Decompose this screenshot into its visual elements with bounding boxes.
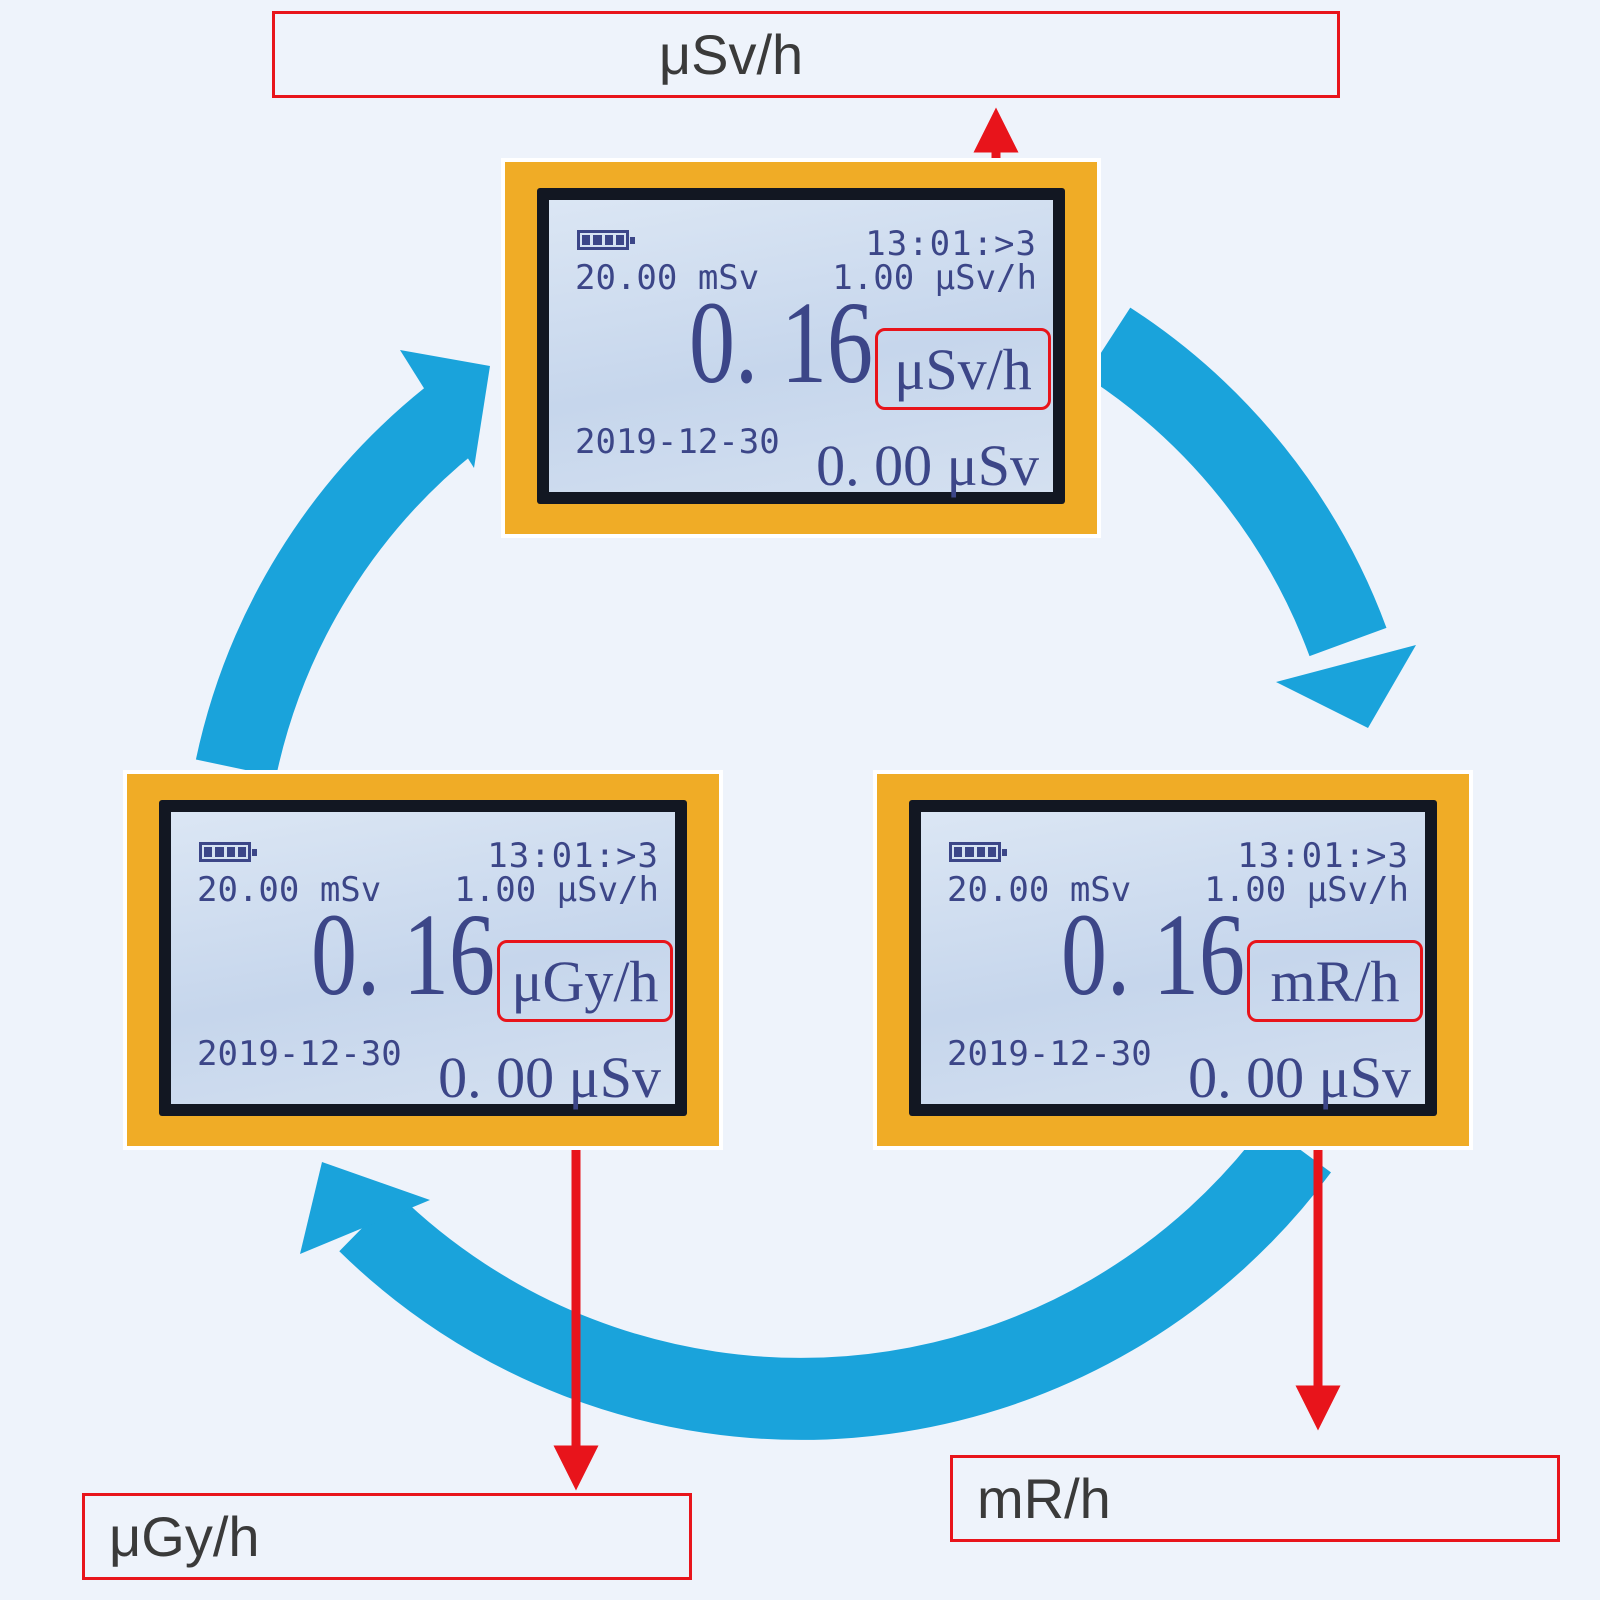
clock-readout: 13:01:>3 bbox=[1237, 836, 1409, 876]
accumulated-dose-readout: 0. 00 μSv bbox=[816, 433, 1039, 498]
cycle-arrow-top-to-right-head bbox=[1276, 645, 1416, 728]
rate-limit-readout: 1.00 μSv/h bbox=[454, 870, 659, 910]
display-bezel: 13:01:>3 20.00 mSv 1.00 μSv/h 0. 16 mR/h… bbox=[909, 800, 1437, 1116]
clock-readout: 13:01:>3 bbox=[865, 224, 1037, 264]
unit-label-ugy-h: μGy/h bbox=[82, 1493, 692, 1580]
lcd-screen: 13:01:>3 20.00 mSv 1.00 μSv/h 0. 16 μGy/… bbox=[171, 812, 675, 1110]
date-readout: 2019-12-30 bbox=[575, 422, 780, 462]
battery-full-icon bbox=[577, 230, 635, 250]
accumulated-dose-readout: 0. 00 μSv bbox=[1188, 1045, 1411, 1110]
dose-limit-readout: 20.00 mSv bbox=[197, 870, 382, 910]
cycle-arrow-top-to-right bbox=[1085, 307, 1387, 657]
unit-highlight: μSv/h bbox=[875, 328, 1051, 410]
unit-label-usv-h: μSv/h bbox=[272, 11, 1340, 98]
cycle-arrow-left-to-top bbox=[195, 388, 476, 777]
dosimeter-display-left: 13:01:>3 20.00 mSv 1.00 μSv/h 0. 16 μGy/… bbox=[127, 774, 719, 1146]
dose-rate-reading: 0. 16 bbox=[311, 889, 496, 1020]
display-bezel: 13:01:>3 20.00 mSv 1.00 μSv/h 0. 16 μGy/… bbox=[159, 800, 687, 1116]
unit-highlight: mR/h bbox=[1247, 940, 1423, 1022]
rate-limit-readout: 1.00 μSv/h bbox=[1204, 870, 1409, 910]
battery-full-icon bbox=[949, 842, 1007, 862]
dose-limit-readout: 20.00 mSv bbox=[947, 870, 1132, 910]
dose-rate-reading: 0. 16 bbox=[689, 277, 874, 408]
cycle-arrow-right-to-left bbox=[339, 1123, 1331, 1440]
lcd-screen: 13:01:>3 20.00 mSv 1.00 μSv/h 0. 16 μSv/… bbox=[549, 200, 1053, 498]
lcd-screen: 13:01:>3 20.00 mSv 1.00 μSv/h 0. 16 mR/h… bbox=[921, 812, 1425, 1110]
unit-label-mr-h: mR/h bbox=[950, 1455, 1560, 1542]
dose-rate-reading: 0. 16 bbox=[1061, 889, 1246, 1020]
cycle-arrow-right-to-left-head bbox=[300, 1162, 430, 1254]
date-readout: 2019-12-30 bbox=[197, 1034, 402, 1074]
date-readout: 2019-12-30 bbox=[947, 1034, 1152, 1074]
cycle-arrow-left-to-top-head bbox=[400, 350, 490, 468]
dose-limit-readout: 20.00 mSv bbox=[575, 258, 760, 298]
dosimeter-display-top: 13:01:>3 20.00 mSv 1.00 μSv/h 0. 16 μSv/… bbox=[505, 162, 1097, 534]
dosimeter-display-right: 13:01:>3 20.00 mSv 1.00 μSv/h 0. 16 mR/h… bbox=[877, 774, 1469, 1146]
rate-limit-readout: 1.00 μSv/h bbox=[832, 258, 1037, 298]
accumulated-dose-readout: 0. 00 μSv bbox=[438, 1045, 661, 1110]
clock-readout: 13:01:>3 bbox=[487, 836, 659, 876]
display-bezel: 13:01:>3 20.00 mSv 1.00 μSv/h 0. 16 μSv/… bbox=[537, 188, 1065, 504]
unit-highlight: μGy/h bbox=[497, 940, 673, 1022]
battery-full-icon bbox=[199, 842, 257, 862]
